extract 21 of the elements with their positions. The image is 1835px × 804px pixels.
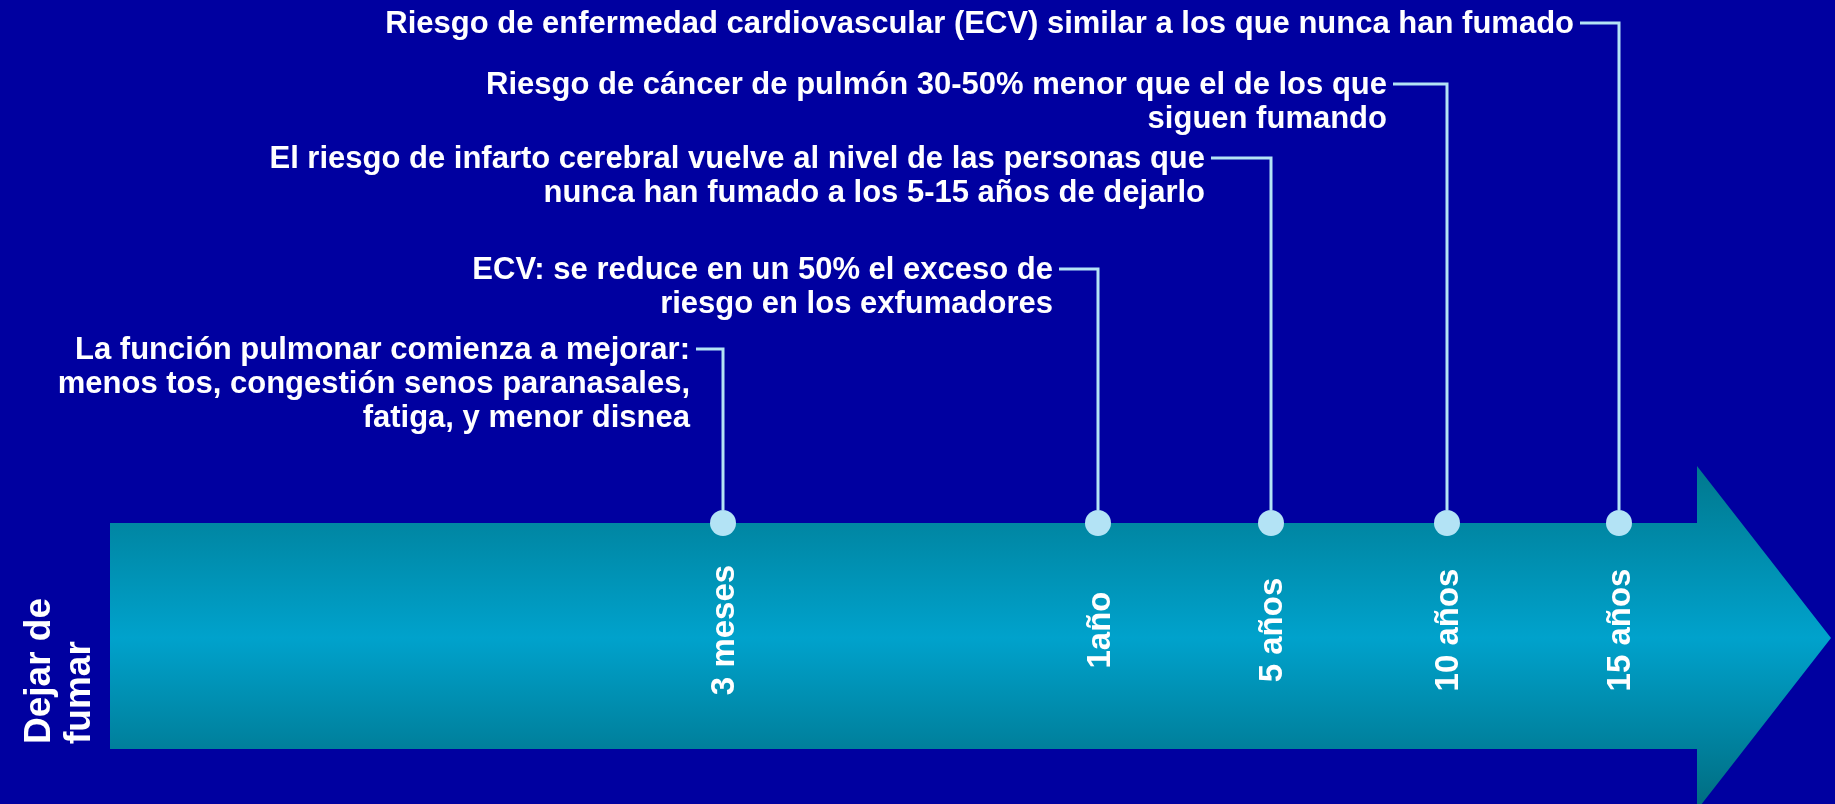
milestone-dot [1258,510,1284,536]
time-label: 15 años [1600,568,1637,692]
milestone-text: Riesgo de cáncer de pulmón 30-50% menor que el de los que siguen fumando [437,67,1387,135]
time-label: 10 años [1428,568,1465,692]
milestone-text: Riesgo de enfermedad cardiovascular (ECV) similar a los que nunca han fumado [274,6,1574,40]
milestone-text: ECV: se reduce en un 50% el exceso de riesgo en los exfumadores [428,252,1053,320]
leader-line [696,347,725,510]
leader-line [1393,82,1449,510]
time-label: 3 meses [705,564,742,696]
start-label: Dejar de fumar [18,597,98,744]
milestone-dot [710,510,736,536]
milestone-dot [1085,510,1111,536]
milestone-text: La función pulmonar comienza a mejorar: menos tos, congestión senos paranasales, fatiga, y menor disnea [10,332,690,434]
milestone-dot [1434,510,1460,536]
leader-line [1211,156,1273,510]
leader-line [1059,267,1100,510]
milestone-dot [1606,510,1632,536]
milestone-text: El riesgo de infarto cerebral vuelve al nivel de las personas que nunca han fumado a los 5-15 años de dejarlo [215,141,1205,209]
time-label: 5 años [1252,577,1289,683]
time-label: 1año [1080,591,1116,669]
leader-line [1580,21,1621,510]
